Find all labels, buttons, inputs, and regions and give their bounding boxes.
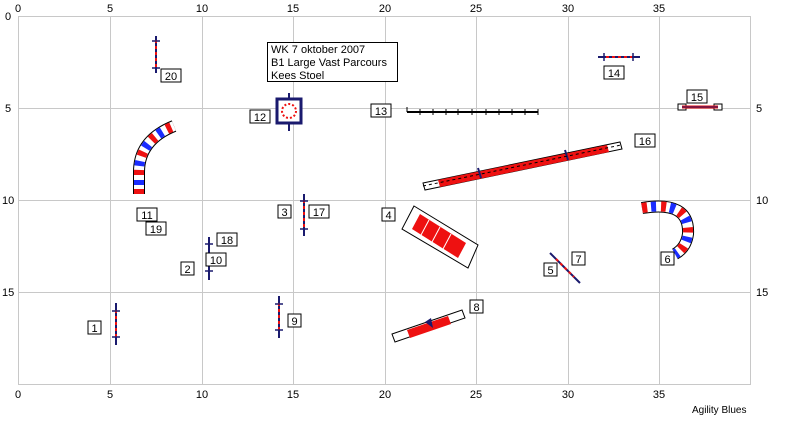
- course-info-box: WK 7 oktober 2007 B1 Large Vast Parcours…: [267, 42, 398, 82]
- obstacle-number: 1: [91, 323, 97, 335]
- obstacle-number: 2: [184, 264, 190, 276]
- jump-obstacle: [677, 103, 723, 111]
- x-tick: 25: [470, 3, 482, 15]
- number-box: [145, 221, 167, 236]
- obstacle-number: 7: [575, 254, 581, 266]
- jump-obstacle: [112, 303, 120, 345]
- x-tick: 5: [107, 3, 113, 15]
- number-box: [308, 204, 330, 219]
- number-box: [287, 313, 302, 328]
- number-box: [571, 251, 586, 266]
- y-axis-right: 5 10 15: [756, 103, 768, 299]
- x-axis-top: 0 5 10 15 20 25 30 35: [15, 3, 665, 15]
- number-box: [370, 103, 392, 118]
- course-title: WK 7 oktober 2007: [271, 44, 366, 56]
- obstacle-number: 18: [221, 235, 233, 247]
- course-class: B1 Large Vast Parcours: [271, 57, 387, 69]
- number-box: [277, 204, 292, 219]
- number-box: [136, 207, 158, 222]
- obstacle-number: 5: [547, 265, 553, 277]
- tunnel-obstacle: [133, 120, 177, 194]
- seesaw-obstacle: [391, 309, 466, 343]
- brand-label: Agility Blues: [692, 405, 747, 416]
- x-tick: 5: [107, 389, 113, 401]
- number-box: [205, 252, 227, 267]
- obstacle-number: 16: [639, 136, 651, 148]
- obstacle-number: 10: [210, 255, 222, 267]
- number-box: [686, 89, 708, 104]
- course-judge: Kees Stoel: [271, 70, 325, 82]
- x-tick: 0: [15, 389, 21, 401]
- number-box: [381, 207, 396, 222]
- aframe-obstacle: [401, 205, 479, 269]
- number-box: [87, 320, 102, 335]
- obstacle-number: 13: [375, 106, 387, 118]
- number-box: [216, 232, 238, 247]
- obstacle-number: 8: [473, 302, 479, 314]
- x-tick: 20: [379, 3, 391, 15]
- y-tick: 0: [5, 11, 11, 23]
- x-axis-bottom: 0 5 10 15 20 25 30 35: [15, 389, 665, 401]
- x-tick: 30: [562, 3, 574, 15]
- jump-obstacle: [152, 36, 160, 73]
- x-tick: 20: [379, 389, 391, 401]
- y-tick: 5: [5, 103, 11, 115]
- obstacle-number: 20: [165, 71, 177, 83]
- obstacle-number: 6: [664, 254, 670, 266]
- x-tick: 15: [287, 3, 299, 15]
- number-box: [469, 299, 484, 314]
- obstacle-number: 4: [385, 210, 391, 222]
- x-tick: 15: [287, 389, 299, 401]
- number-box: [660, 251, 675, 266]
- jump-obstacle: [300, 194, 308, 236]
- obstacle-number: 9: [291, 316, 297, 328]
- x-tick: 25: [470, 389, 482, 401]
- y-tick: 15: [2, 287, 14, 299]
- jump-obstacle: [275, 296, 283, 338]
- y-tick: 15: [756, 287, 768, 299]
- x-tick: 10: [196, 3, 208, 15]
- number-box: [603, 65, 625, 80]
- long-jump-obstacle: [406, 107, 539, 115]
- number-box: [160, 68, 182, 83]
- obstacle-number: 3: [281, 207, 287, 219]
- obstacle-numbers: 1 2 3 4 5 6 7 8 9 10 11 12 13 14 15 16 1: [87, 65, 708, 335]
- number-box: [180, 261, 195, 276]
- number-box: [634, 133, 656, 148]
- dogwalk-obstacle: [422, 141, 623, 191]
- tire-obstacle: [275, 93, 303, 131]
- obstacle-number: 17: [313, 207, 325, 219]
- obstacle-number: 12: [254, 112, 266, 124]
- y-tick: 5: [756, 103, 762, 115]
- obstacle-number: 19: [150, 224, 162, 236]
- weave-poles-obstacle: [549, 252, 581, 284]
- x-tick: 30: [562, 389, 574, 401]
- tunnel-obstacle: [641, 200, 695, 260]
- obstacle-number: 14: [608, 68, 620, 80]
- obstacle-number: 11: [141, 210, 152, 222]
- number-box: [543, 262, 558, 277]
- y-tick: 10: [756, 195, 768, 207]
- number-box: [249, 109, 271, 124]
- x-tick: 10: [196, 389, 208, 401]
- y-axis-left: 0 5 10 15: [2, 11, 14, 299]
- y-tick: 10: [2, 195, 14, 207]
- jump-obstacle: [598, 53, 640, 61]
- x-tick: 35: [653, 3, 665, 15]
- x-tick: 0: [15, 3, 21, 15]
- x-tick: 35: [653, 389, 665, 401]
- obstacle-number: 15: [691, 92, 703, 104]
